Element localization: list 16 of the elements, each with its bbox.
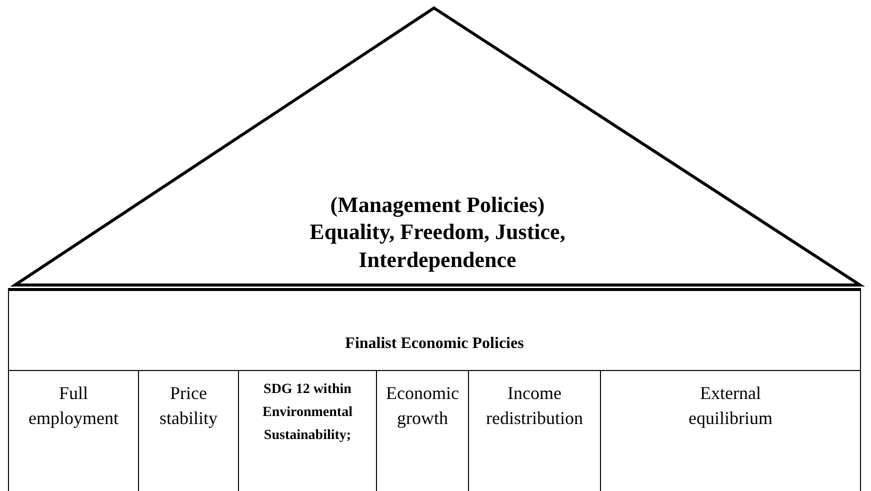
table-cell — [600, 370, 861, 491]
header-band — [8, 288, 861, 370]
roof-text: (Management Policies) — [329, 190, 546, 218]
band-heading: Finalist Economic Policies — [345, 334, 524, 352]
table-cell — [376, 370, 468, 491]
table-cell — [468, 370, 600, 491]
policy-label: Full employment — [28, 382, 120, 430]
table-cell — [138, 370, 238, 491]
policy-label: Economic growth — [385, 382, 460, 430]
policy-label: Income redistribution — [485, 382, 584, 430]
roof-text: Equality, Freedom, Justice, Interdependence — [308, 218, 566, 273]
table-cell — [8, 370, 138, 491]
policy-label: Price stability — [158, 382, 218, 430]
table-cell — [238, 370, 376, 491]
policy-label: External equilibrium — [688, 382, 774, 430]
policy-label: SDG 12 within Environmental Sustainability; — [262, 381, 354, 446]
